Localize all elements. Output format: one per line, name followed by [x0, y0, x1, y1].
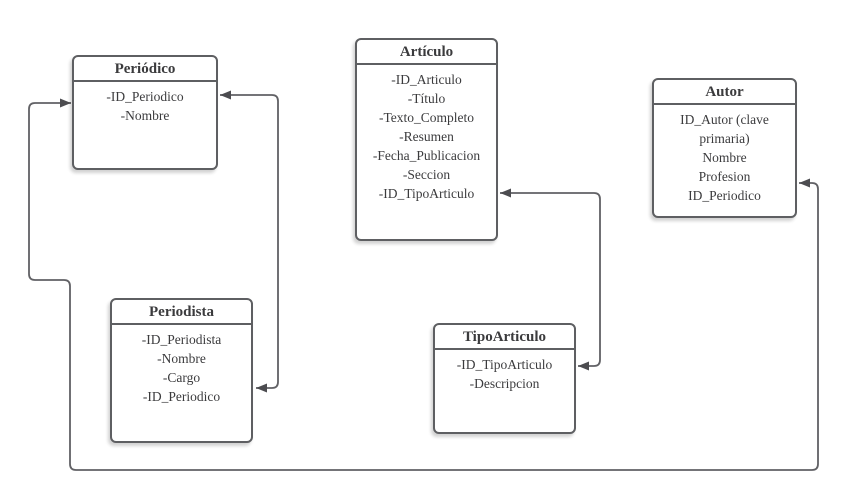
entity-periodico: Periódico -ID_Periodico -Nombre [72, 55, 218, 170]
entity-fields: -ID_TipoArticulo -Descripcion [435, 350, 574, 393]
entity-field: Nombre [702, 150, 747, 165]
entity-field: -ID_Periodico [142, 389, 221, 404]
entity-field: -Texto_Completo [378, 110, 475, 125]
entity-field: -ID_Periodista [141, 332, 222, 347]
entity-field: -ID_Articulo [391, 72, 462, 87]
entity-fields: -ID_Articulo -Título -Texto_Completo -Re… [357, 65, 496, 203]
entity-field: -Nombre [120, 108, 170, 123]
entity-fields: -ID_Periodico -Nombre [74, 82, 216, 125]
entity-field: ID_Periodico [688, 188, 761, 203]
entity-tipoarticulo: TipoArticulo -ID_TipoArticulo -Descripci… [433, 323, 576, 434]
entity-field: -Resumen [399, 129, 454, 144]
entity-articulo: Artículo -ID_Articulo -Título -Texto_Com… [355, 38, 498, 241]
entity-field: -ID_TipoArticulo [378, 186, 475, 201]
entity-field: -Cargo [162, 370, 201, 385]
entity-field: Profesion [698, 169, 751, 184]
entity-title: Periódico [74, 57, 216, 82]
entity-title: Artículo [357, 40, 496, 65]
entity-fields: ID_Autor (clave primaria) Nombre Profesi… [654, 105, 795, 205]
entity-autor: Autor ID_Autor (clave primaria) Nombre P… [652, 78, 797, 218]
entity-field: -Descripcion [469, 376, 540, 391]
entity-field: -Seccion [402, 167, 451, 182]
entity-field: ID_Autor (clave primaria) [680, 112, 769, 146]
entity-title: Periodista [112, 300, 251, 325]
entity-field: -Nombre [157, 351, 206, 366]
entity-periodista: Periodista -ID_Periodista -Nombre -Cargo… [110, 298, 253, 443]
entity-title: TipoArticulo [435, 325, 574, 350]
entity-field: -ID_Periodico [106, 89, 184, 104]
entity-fields: -ID_Periodista -Nombre -Cargo -ID_Period… [112, 325, 251, 406]
entity-field: -ID_TipoArticulo [456, 357, 553, 372]
entity-field: -Fecha_Publicacion [372, 148, 481, 163]
entity-field: -Título [407, 91, 446, 106]
entity-title: Autor [654, 80, 795, 105]
